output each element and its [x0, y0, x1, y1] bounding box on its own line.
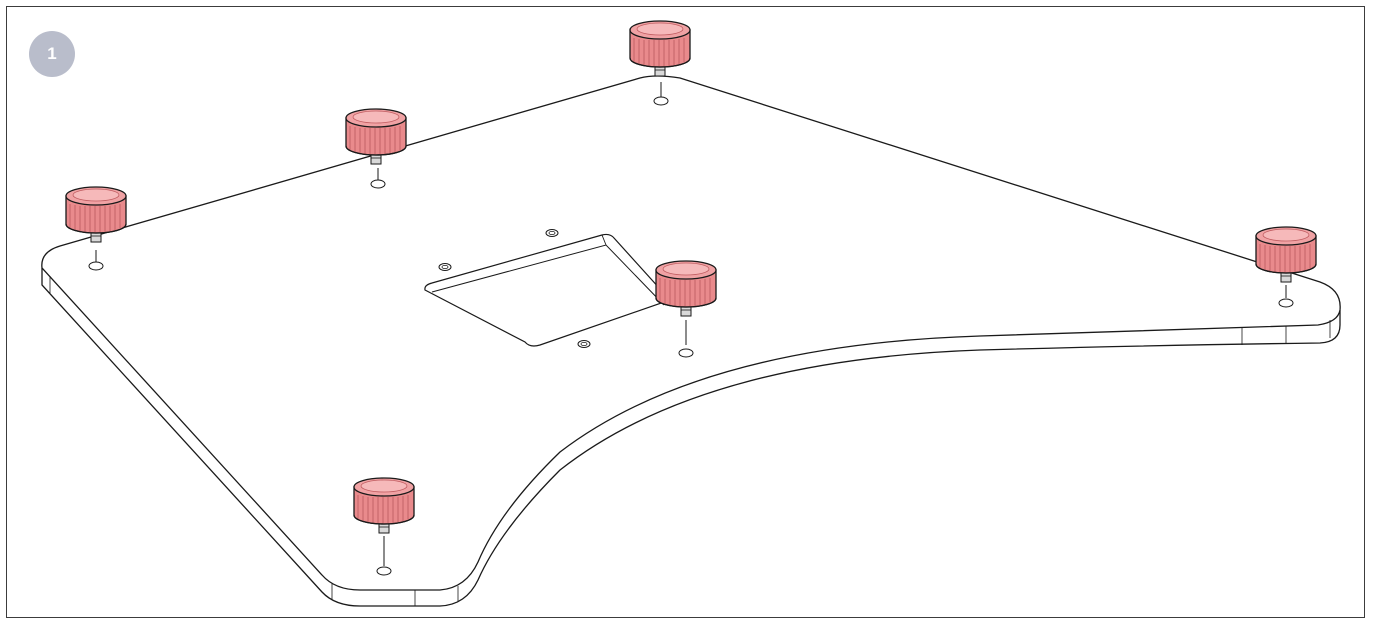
base-plate — [41, 75, 1341, 607]
screw-hole-2 — [545, 229, 559, 237]
foot-top-center — [629, 20, 691, 77]
mount-hole-center — [678, 320, 694, 358]
mount-hole-top-center — [653, 82, 669, 106]
screw-hole-3 — [577, 340, 591, 348]
mount-hole-right — [1278, 285, 1294, 308]
mount-hole-upper-left — [370, 168, 386, 189]
mount-hole-left — [88, 250, 104, 271]
step-number-badge: 1 — [29, 31, 75, 77]
screw-hole-1 — [438, 263, 452, 271]
instruction-frame: 1 — [6, 6, 1365, 618]
mount-hole-bottom — [376, 536, 392, 576]
